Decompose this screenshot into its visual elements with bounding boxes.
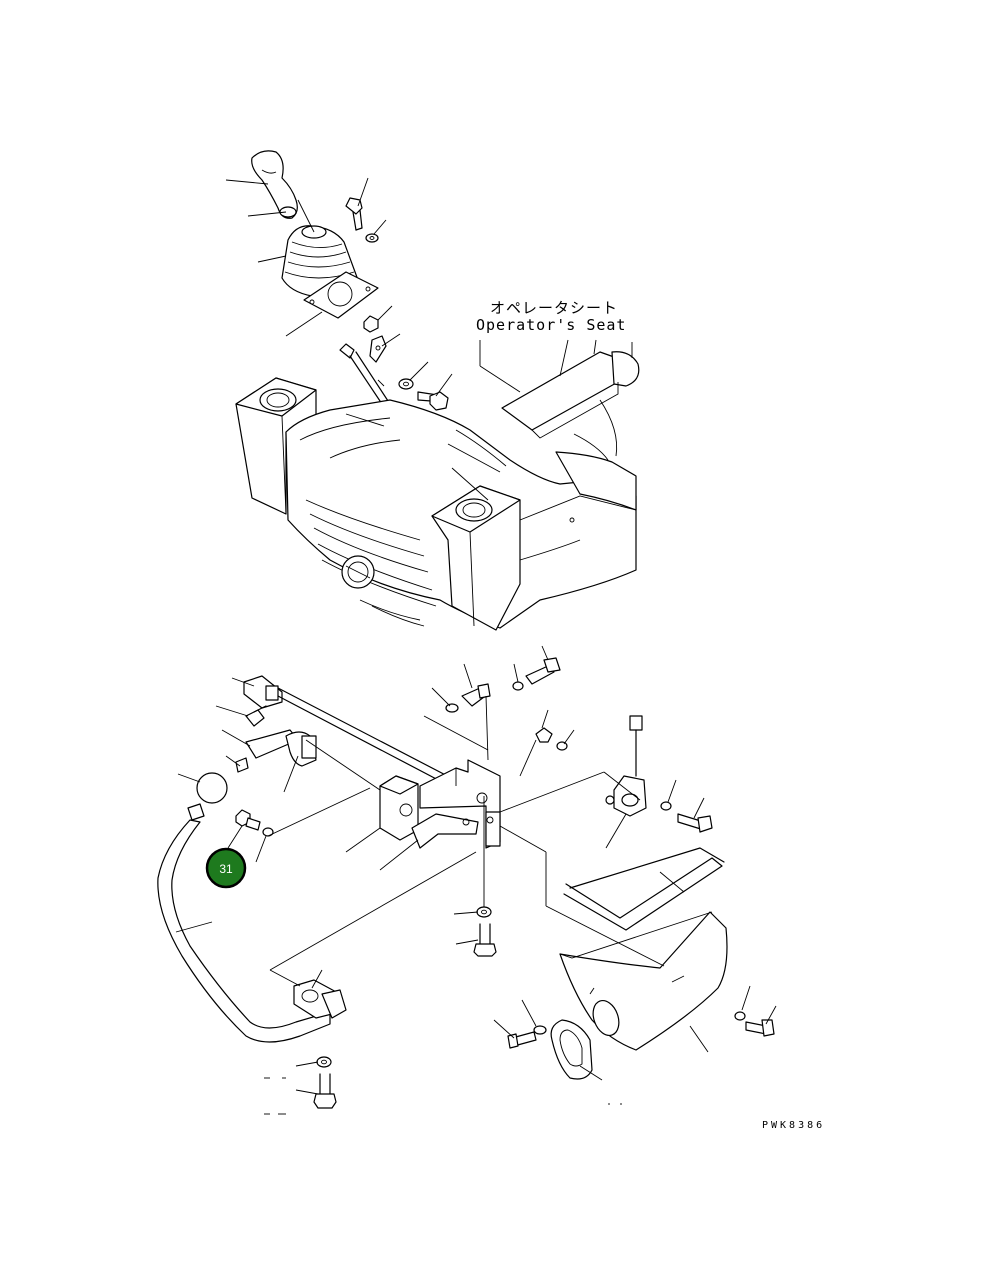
grease-nipple: [245, 705, 267, 727]
leader-ticks: [264, 1077, 622, 1115]
gear-lever-knob: [251, 150, 298, 219]
top-leader-lines: [225, 177, 633, 501]
operator-seat: [235, 351, 640, 631]
cover-plate: [559, 911, 728, 1051]
pedal-clamp: [293, 979, 347, 1019]
bracket-bolts: [445, 657, 568, 751]
center-bracket: [411, 759, 501, 910]
callout-circle: [205, 847, 247, 889]
sensor-switch: [605, 715, 713, 833]
bottom-washer-bolt: [473, 906, 497, 957]
seat-washer: [398, 378, 414, 390]
wire-bracket: [563, 847, 725, 931]
mount-block: [379, 775, 419, 841]
pedal-rod: [157, 803, 331, 1043]
lever-plate: [303, 271, 379, 319]
small-bolt-31: [235, 809, 261, 831]
seat-label-jp: オペレータシート: [490, 299, 618, 317]
callout-number: 31: [219, 862, 233, 876]
lever-arm: [235, 729, 317, 773]
rubber-seal: [550, 1019, 593, 1080]
callout-bubble[interactable]: 31: [205, 847, 247, 889]
bottom-leader-lines: [175, 645, 777, 1095]
top-bolt: [345, 197, 363, 231]
seat-label-en: Operator's Seat: [476, 316, 626, 334]
pedal-bolt: [313, 1073, 337, 1109]
assembly-lines: [267, 695, 665, 987]
ball-knob: [196, 772, 228, 804]
seat-bolt: [417, 391, 449, 411]
drawing-code: PWK8386: [762, 1120, 825, 1131]
top-nut: [363, 315, 379, 333]
pedal-washer: [316, 1056, 332, 1068]
bracket-small: [369, 335, 387, 363]
top-washer: [365, 233, 379, 243]
